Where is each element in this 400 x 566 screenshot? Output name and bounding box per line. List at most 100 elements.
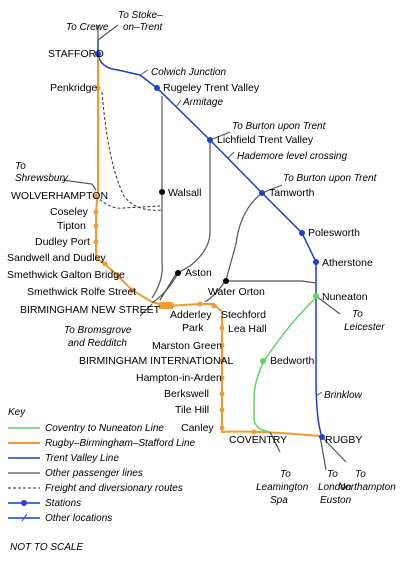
label-atherstone: Atherstone: [322, 257, 373, 269]
key-title: Key: [8, 407, 26, 418]
label-lea-hall: Lea Hall: [228, 323, 267, 335]
key-item-coventry: Coventry to Nuneaton Line: [45, 423, 164, 434]
station-dot-dudley-port: [93, 239, 99, 245]
label-hampton: Hampton-in-Arden: [136, 372, 222, 384]
station-dot-polesworth: [299, 230, 305, 236]
tick-colwich: [139, 69, 149, 76]
new-street-marker: [158, 302, 174, 309]
station-dot-lichfield: [207, 137, 213, 143]
dest-leicester-1: To: [352, 309, 363, 320]
other-line-to-leamington: [269, 431, 281, 453]
label-stafford: STAFFORD: [48, 48, 104, 60]
station-dot-berkswell: [219, 391, 225, 397]
other-line-to-stoke: [97, 24, 119, 41]
station-dot-stafford: [95, 51, 101, 57]
label-walsall: Walsall: [168, 187, 201, 199]
dest-stoke-2: on–Trent: [123, 22, 164, 33]
station-dot-rugeley: [154, 85, 160, 91]
label-wolverhampton: WOLVERHAMPTON: [11, 190, 108, 202]
station-dot-sandwell: [102, 261, 108, 267]
key-station-dot-icon: [21, 500, 27, 506]
label-tipton: Tipton: [57, 220, 86, 232]
other-line-to-london: [319, 435, 327, 471]
station-dot-hampton: [219, 375, 225, 381]
dest-shrewsbury-2: Shrewsbury: [15, 173, 69, 184]
dest-northampton-2: Northampton: [338, 482, 396, 493]
dest-stoke-1: To Stoke–: [118, 10, 163, 21]
label-aston: Aston: [185, 267, 212, 279]
dest-northampton-1: To: [355, 469, 366, 480]
station-dot-marston-green: [219, 342, 225, 348]
rugby-birmingham-stafford-line: [95, 54, 321, 437]
station-dot-penkridge: [95, 85, 101, 91]
label-polesworth: Polesworth: [308, 227, 360, 239]
dest-leamington-1: To: [280, 469, 291, 480]
dest-leamington-2: Leamington: [256, 482, 309, 493]
key-item-stations: Stations: [45, 498, 81, 509]
dest-bromsgrove-1: To Bromsgrove: [64, 325, 132, 336]
label-coseley: Coseley: [50, 206, 89, 218]
station-dot-tipton: [93, 223, 99, 229]
key-item-other: Other passenger lines: [45, 468, 143, 479]
dest-london-1: To: [327, 469, 338, 480]
label-water-orton: Water Orton: [208, 286, 265, 298]
station-dot-smethwick-gb: [115, 273, 121, 279]
dest-london-2: London: [318, 482, 352, 493]
dest-leicester-2: Leicester: [344, 322, 385, 333]
label-canley: Canley: [181, 422, 214, 434]
other-line-sutton: [151, 272, 179, 304]
station-dot-canley: [219, 425, 225, 431]
tick-brinklow: [315, 391, 323, 397]
station-dot-coseley: [93, 209, 99, 215]
other-line-to-burton-2: [261, 184, 283, 194]
label-armitage: Armitage: [182, 97, 223, 108]
label-lichfield: Lichfield Trent Valley: [217, 134, 314, 146]
map-key: Key Coventry to Nuneaton Line Rugby–Birm…: [8, 407, 196, 524]
label-sandwell: Sandwell and Dudley: [7, 252, 106, 264]
key-location-tick-icon: [21, 513, 28, 522]
dest-shrewsbury-1: To: [15, 161, 26, 172]
station-dot-walsall: [159, 189, 165, 195]
label-nuneaton: Nuneaton: [322, 291, 368, 303]
station-dot-water-orton: [223, 278, 229, 284]
other-line-tamworth: [204, 192, 263, 303]
other-line-walsall: [151, 96, 163, 299]
key-item-tvl: Trent Valley Line: [45, 453, 119, 464]
label-tile-hill: Tile Hill: [175, 404, 209, 416]
not-to-scale-note: NOT TO SCALE: [10, 542, 83, 553]
tick-armitage: [175, 99, 182, 108]
label-brinklow: Brinklow: [324, 390, 363, 401]
label-stechford: Stechford: [221, 309, 266, 321]
label-birmingham-ns: BIRMINGHAM NEW STREET: [20, 304, 161, 316]
station-dot-rugby: [319, 434, 325, 440]
station-dot-wolverhampton: [93, 193, 99, 199]
station-dot-stechford: [211, 303, 217, 309]
label-adderley-2: Park: [182, 322, 204, 334]
other-line-to-burton-1: [209, 131, 231, 141]
station-dot-tile-hill: [219, 407, 225, 413]
freight-route-penkridge-walsall: [101, 91, 163, 211]
station-dots: [93, 51, 325, 440]
label-dudley-port: Dudley Port: [35, 236, 90, 248]
key-item-locations: Other locations: [45, 513, 112, 524]
station-dot-lea-hall: [219, 325, 225, 331]
label-rugeley: Rugeley Trent Valley: [163, 82, 260, 94]
label-tamworth: Tamworth: [269, 187, 315, 199]
other-line-leicester: [226, 280, 317, 284]
dest-london-3: Euston: [320, 495, 352, 506]
other-line-aston: [159, 140, 211, 301]
other-line-to-leicester: [315, 295, 341, 315]
label-coventry: COVENTRY: [229, 434, 287, 446]
tick-hademore: [227, 151, 235, 159]
station-dot-nuneaton: [313, 293, 319, 299]
label-rugby: RUGBY: [325, 434, 362, 446]
label-colwich: Colwich Junction: [151, 67, 226, 78]
label-birmingham-int: BIRMINGHAM INTERNATIONAL: [79, 355, 234, 367]
station-dot-tamworth: [259, 190, 265, 196]
dest-crewe: To Crewe: [66, 22, 109, 33]
label-bedworth: Bedworth: [270, 355, 315, 367]
other-line-to-northampton: [321, 436, 347, 463]
other-line-to-bromsgrove: [139, 303, 153, 317]
label-adderley-1: Adderley: [170, 309, 212, 321]
